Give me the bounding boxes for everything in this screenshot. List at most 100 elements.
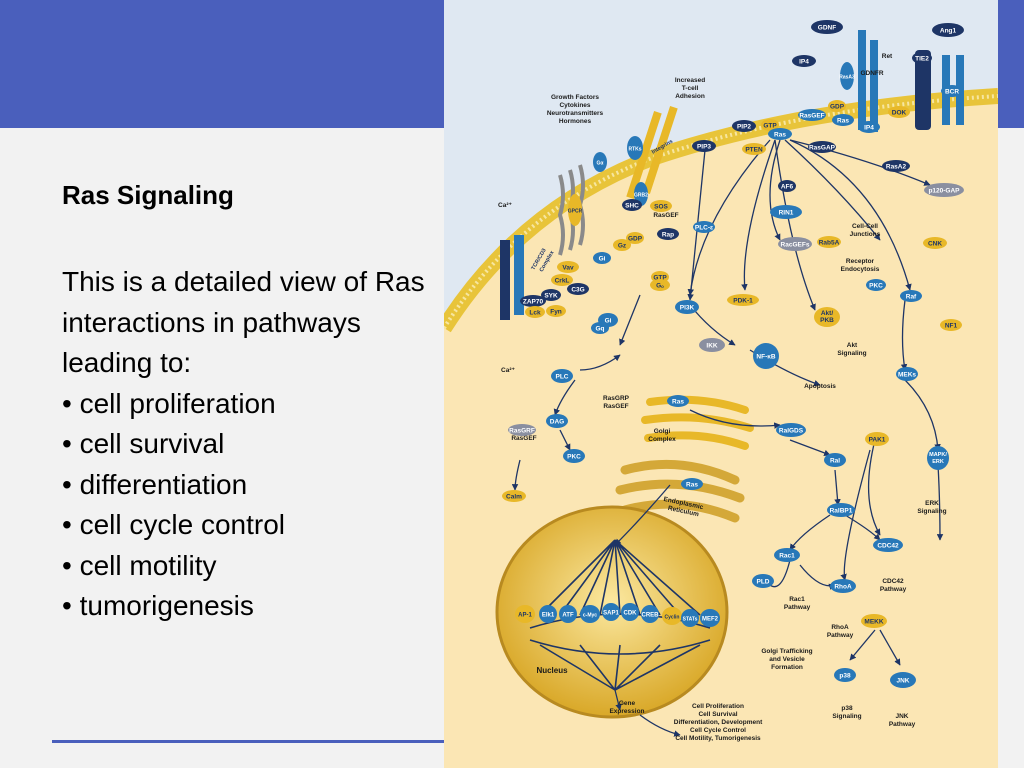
svg-text:Gq: Gq: [595, 326, 604, 333]
svg-text:RasGAP: RasGAP: [809, 145, 836, 152]
svg-text:Rac1: Rac1: [779, 553, 795, 560]
svg-text:CDC42: CDC42: [877, 543, 899, 550]
tf-ap1: AP-1: [515, 605, 535, 623]
bullet-item: cell proliferation: [62, 384, 432, 425]
tf-cyclin: Cyclin: [662, 607, 682, 625]
label-cell-cell: Cell-Cell: [852, 223, 878, 230]
node-shc: SHC: [622, 199, 642, 211]
svg-text:SYK: SYK: [544, 293, 558, 300]
label-nucleus: Nucleus: [536, 666, 568, 675]
node-rasa2: RasA2: [882, 160, 910, 172]
svg-text:RacGEFs: RacGEFs: [781, 242, 810, 249]
svg-text:PIP2: PIP2: [737, 124, 751, 131]
svg-text:AF6: AF6: [781, 184, 794, 191]
label-outcome-3: Differentiation, Development: [674, 719, 763, 726]
endoplasmic-reticulum: [615, 459, 745, 523]
svg-text:GDNF: GDNF: [818, 25, 836, 32]
svg-text:PTEN: PTEN: [745, 147, 763, 154]
svg-text:PLC: PLC: [556, 374, 569, 381]
node-rac1: Rac1: [774, 548, 800, 562]
node-rhoa: RhoA: [830, 579, 856, 593]
svg-text:CREB: CREB: [641, 613, 659, 619]
node-pip3: PIP3: [692, 140, 716, 152]
tf-sap1: SAP1: [602, 603, 620, 621]
node-cdc42: CDC42: [873, 538, 903, 552]
node-rasgrf: RasGRF: [508, 424, 536, 436]
label-gene: Gene: [619, 700, 636, 707]
node-syk: SYK: [541, 289, 561, 301]
svg-text:MAPK/: MAPK/: [929, 452, 947, 458]
receptor-integrins: [626, 105, 678, 200]
node-p38: p38: [834, 668, 856, 682]
svg-text:RasA3: RasA3: [839, 75, 855, 81]
svg-text:Cyclin: Cyclin: [664, 615, 679, 621]
label-tcell: T-cell: [682, 85, 699, 92]
node-gz: Gz: [613, 239, 631, 251]
label-rhoa-pathway-2: Pathway: [827, 632, 854, 639]
svg-text:RasGRF: RasGRF: [509, 428, 535, 435]
tf-elk1: Elk1: [539, 605, 557, 623]
label-increased: Increased: [675, 77, 705, 84]
label-rasgrp-gef: RasGEF: [603, 403, 628, 410]
node-lck: Lck: [525, 306, 545, 318]
svg-text:RalBP1: RalBP1: [830, 508, 853, 515]
svg-text:PLD: PLD: [757, 579, 770, 586]
node-galpha: Gα: [593, 152, 607, 172]
label-cdc42-pathway-2: Pathway: [880, 586, 907, 593]
svg-text:Elk1: Elk1: [542, 613, 555, 619]
tf-cmyc: c-Myc: [580, 605, 600, 623]
svg-text:ERK: ERK: [932, 459, 944, 465]
svg-text:Ras: Ras: [837, 118, 849, 125]
node-rasa3: RasA3: [839, 62, 855, 90]
node-pip2: PIP2: [732, 120, 756, 132]
bullet-item: differentiation: [62, 465, 432, 506]
svg-text:C3G: C3G: [571, 287, 584, 294]
dna-strands: [529, 539, 711, 691]
svg-text:RhoA: RhoA: [834, 584, 852, 591]
svg-text:PLC-ε: PLC-ε: [695, 225, 713, 232]
node-pak1: PAK1: [865, 432, 889, 446]
node-af6: AF6: [778, 180, 796, 192]
label-golgi-trafficking: Golgi Trafficking: [761, 648, 812, 655]
node-fyn: Fyn: [546, 305, 566, 317]
node-cnk: CNK: [923, 237, 947, 249]
svg-text:NF1: NF1: [945, 323, 958, 330]
protein-nodes: GDNF Ang1 IP4 RasA3 TIE2 BCR GDP Ras Ras…: [502, 20, 964, 688]
label-endocytosis: Endocytosis: [841, 266, 880, 273]
label-golgi: Golgi: [654, 428, 671, 435]
label-rac1-pathway: Rac1: [789, 596, 805, 603]
label-apoptosis: Apoptosis: [804, 383, 836, 390]
svg-text:MEKs: MEKs: [898, 372, 916, 379]
node-gdp: GDP: [828, 100, 846, 112]
svg-text:PKB: PKB: [820, 317, 834, 324]
node-plc-epsilon: PLC-ε: [693, 221, 715, 233]
label-outcome-5: Cell Motility, Tumorigenesis: [675, 735, 761, 742]
svg-text:Gα: Gα: [597, 161, 605, 167]
svg-text:c-Myc: c-Myc: [583, 613, 597, 619]
svg-text:ATF: ATF: [562, 613, 574, 619]
node-vav: Vav: [557, 261, 579, 273]
node-pld: PLD: [752, 574, 774, 588]
label-rac1-pathway-2: Pathway: [784, 604, 811, 611]
label-adhesion: Adhesion: [675, 93, 705, 100]
node-ras-membrane: Ras: [832, 114, 854, 126]
bullet-item: cell survival: [62, 424, 432, 465]
bullet-item: cell motility: [62, 546, 432, 587]
node-ras-er: Ras: [681, 478, 703, 490]
tf-creb: CREB: [641, 605, 659, 623]
label-outcome-2: Cell Survival: [698, 711, 737, 718]
svg-text:MEKK: MEKK: [864, 619, 883, 626]
svg-text:DOK: DOK: [892, 110, 907, 117]
svg-text:PIP3: PIP3: [697, 144, 711, 151]
node-ang1: Ang1: [932, 23, 964, 37]
node-zap70: ZAP70: [520, 295, 546, 307]
svg-text:p38: p38: [839, 673, 851, 680]
svg-text:Akt/: Akt/: [821, 310, 833, 317]
label-cytokines: Cytokines: [559, 102, 590, 109]
node-gq: Gq: [591, 322, 609, 334]
svg-text:Ras: Ras: [774, 132, 786, 139]
svg-text:Ang1: Ang1: [940, 28, 957, 35]
svg-text:IKK: IKK: [706, 343, 718, 350]
tf-stats: STATs: [681, 609, 699, 627]
svg-text:GPCR: GPCR: [568, 209, 583, 215]
